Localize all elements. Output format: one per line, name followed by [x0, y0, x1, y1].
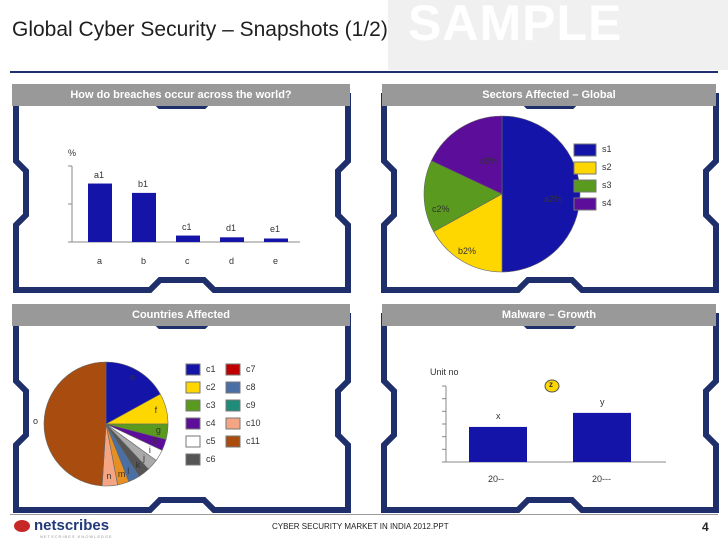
breaches-header: How do breaches occur across the world?: [12, 84, 350, 106]
countries-legend-swatch-c4: [185, 417, 201, 430]
countries-data-label-g: g: [155, 424, 161, 435]
sectors-legend-swatch-s2: [573, 161, 597, 175]
malware-data-label-1: y: [600, 396, 605, 407]
countries-legend-label-c5: c5: [206, 436, 216, 446]
logo-tagline: NETSCRIBES KNOWLEDGE: [40, 534, 113, 539]
countries-legend-swatch-c8: [225, 381, 241, 394]
sectors-slice-1: [433, 193, 503, 273]
sectors-slice-0: [501, 115, 581, 273]
footer-divider: [10, 514, 718, 515]
countries-legend-swatch-c5: [185, 435, 201, 448]
breaches-data-label-a: a1: [94, 169, 105, 180]
countries-data-label-f: f: [154, 404, 158, 415]
title-divider: [10, 71, 718, 73]
malware-x-tick-1: 20---: [592, 474, 612, 484]
countries-data-label-e: e: [130, 372, 136, 383]
countries-data-label-j: j: [142, 453, 145, 464]
page-number: 4: [702, 520, 709, 534]
sectors-legend-swatch-s3: [573, 179, 597, 193]
slide-title: Global Cyber Security – Snapshots (1/2): [12, 18, 388, 41]
breaches-x-tick-c: c: [185, 256, 190, 266]
breaches-x-tick-b: b: [141, 256, 147, 266]
sectors-legend-label-s1: s1: [602, 144, 612, 154]
countries-legend-label-c9: c9: [246, 400, 256, 410]
countries-data-label-m: m: [117, 469, 126, 480]
countries-legend-label-c7: c7: [246, 364, 256, 374]
sectors-header: Sectors Affected – Global: [382, 84, 716, 106]
breaches-x-tick-d: d: [229, 256, 235, 266]
countries-data-label-o: o: [33, 415, 39, 426]
breaches-x-tick-a: a: [97, 256, 103, 266]
breaches-x-tick-e: e: [273, 256, 279, 266]
breaches-bar-c: [176, 235, 200, 242]
sectors-data-label-1: b2%: [458, 246, 477, 256]
breaches-data-label-c: c1: [182, 221, 192, 232]
breaches-bar-e: [264, 238, 288, 242]
countries-legend-swatch-c10: [225, 417, 241, 430]
logo-text: netscribes: [34, 517, 110, 534]
countries-legend-label-c1: c1: [206, 364, 216, 374]
breaches-bar-b: [132, 192, 156, 242]
breaches-bar-a: [88, 183, 112, 242]
sectors-slice-3: [431, 115, 503, 195]
sectors-legend-label-s4: s4: [602, 198, 612, 208]
countries-legend-label-c10: c10: [246, 418, 261, 428]
countries-legend-label-c11: c11: [246, 436, 260, 446]
countries-header: Countries Affected: [12, 304, 350, 326]
countries-data-label-n: n: [106, 471, 112, 482]
malware-bar-1: [573, 412, 631, 462]
countries-legend-swatch-c11: [225, 435, 241, 448]
logo-icon: [14, 520, 30, 533]
sectors-slice-2: [423, 160, 503, 232]
countries-legend-swatch-c6: [185, 453, 201, 466]
sectors-legend-swatch-s4: [573, 197, 597, 211]
netscribes-logo: netscribes: [14, 517, 109, 534]
countries-legend-label-c2: c2: [206, 382, 216, 392]
malware-data-label-0: x: [496, 410, 501, 421]
sectors-data-label-0: a2%: [544, 194, 563, 204]
countries-legend-label-c3: c3: [206, 400, 216, 410]
countries-data-label-h: h: [153, 436, 159, 447]
sectors-legend-swatch-s1: [573, 143, 597, 157]
malware-x-tick-0: 20--: [488, 474, 505, 484]
sectors-legend-label-s3: s3: [602, 180, 612, 190]
countries-legend-swatch-c9: [225, 399, 241, 412]
countries-slice-0: [105, 361, 161, 425]
countries-legend-label-c4: c4: [206, 418, 216, 428]
countries-data-label-l: l: [127, 465, 130, 476]
sectors-data-label-3: d2%: [480, 156, 499, 166]
countries-legend-swatch-c7: [225, 363, 241, 376]
breaches-y-label: %: [68, 148, 77, 158]
countries-data-label-i: i: [148, 445, 151, 456]
malware-growth-badge: [544, 379, 560, 393]
sectors-legend-label-s2: s2: [602, 162, 612, 172]
countries-data-label-k: k: [135, 460, 141, 471]
breaches-bar-d: [220, 237, 244, 242]
breaches-data-label-b: b1: [138, 178, 149, 189]
breaches-data-label-d: d1: [226, 223, 237, 234]
countries-slice-10: [43, 361, 107, 487]
malware-growth-label: z: [549, 380, 553, 389]
footer-text: CYBER SECURITY MARKET IN INDIA 2012.PPT: [272, 522, 449, 531]
countries-legend-swatch-c1: [185, 363, 201, 376]
watermark-background: [388, 0, 728, 70]
countries-legend-swatch-c2: [185, 381, 201, 394]
countries-legend-label-c6: c6: [206, 454, 216, 464]
sectors-data-label-2: c2%: [432, 204, 450, 214]
malware-bar-0: [469, 426, 527, 462]
malware-header: Malware – Growth: [382, 304, 716, 326]
sample-watermark: SAMPLE: [408, 0, 623, 51]
breaches-data-label-e: e1: [270, 224, 281, 235]
malware-y-label: Unit no: [430, 367, 459, 377]
countries-legend-swatch-c3: [185, 399, 201, 412]
countries-legend-label-c8: c8: [246, 382, 256, 392]
